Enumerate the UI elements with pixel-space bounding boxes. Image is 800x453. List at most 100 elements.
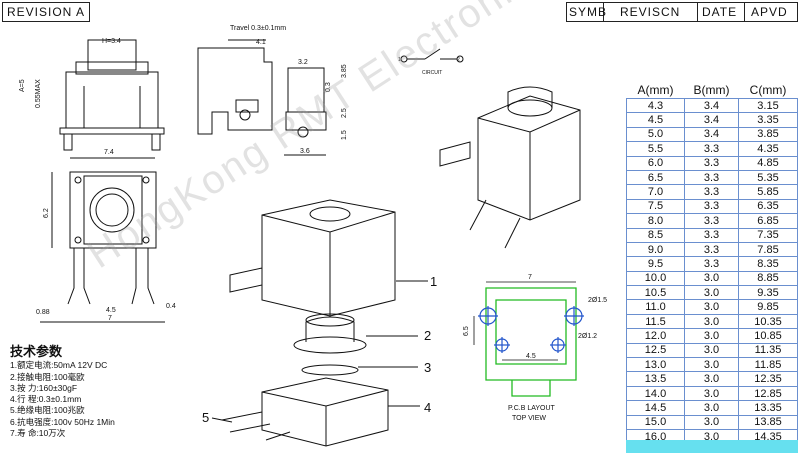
table-cell: 3.0 — [684, 371, 739, 387]
revision-header: REVISCN — [620, 5, 681, 19]
table-cell: 4.35 — [738, 141, 798, 157]
part-4: 4 — [424, 400, 431, 415]
title-block — [566, 2, 798, 22]
table-cell: 3.0 — [684, 299, 739, 315]
dim-74: 7.4 — [104, 149, 114, 156]
dim-a: A=5 — [19, 79, 26, 92]
circuit-symbol — [400, 48, 464, 63]
dim-41: 4.1 — [256, 39, 266, 46]
col-header-c: C(mm) — [749, 83, 787, 97]
table-cell: 5.35 — [738, 169, 798, 186]
pcb-holes — [478, 306, 584, 353]
dim-36: 3.6 — [300, 148, 310, 155]
table-cell: 3.0 — [684, 400, 739, 416]
circuit-label: CIRCUIT — [422, 70, 442, 76]
exploded-base — [211, 377, 420, 447]
part-2: 2 — [424, 328, 431, 343]
table-cell: 12.35 — [738, 371, 798, 387]
table-cell: 3.35 — [738, 112, 798, 128]
front-view — [59, 39, 165, 159]
table-cell: 10.85 — [738, 328, 798, 344]
table-cell: 3.3 — [684, 227, 739, 243]
table-cell: 9.0 — [626, 241, 685, 258]
table-cell: 4.85 — [738, 155, 798, 171]
part-5: 5 — [202, 410, 209, 425]
dim-088: 0.88 — [36, 309, 50, 316]
pcb-caption2: TOP VIEW — [512, 415, 546, 422]
table-cell: 15.0 — [626, 414, 685, 430]
spec-line: 3.按 力:160±30gF — [10, 382, 78, 393]
table-cell: 3.3 — [684, 256, 739, 272]
dim-62: 6.2 — [43, 208, 50, 218]
title-block-sep3 — [744, 2, 745, 22]
pcb-caption1: P.C.B LAYOUT — [508, 405, 556, 412]
specs-title: 技术参数 — [10, 344, 63, 359]
table-cell: 9.5 — [626, 256, 685, 272]
table-cell: 7.5 — [626, 198, 685, 215]
title-block-sep1 — [603, 2, 604, 22]
table-cell: 12.5 — [626, 342, 685, 359]
table-cell: 10.35 — [738, 313, 798, 330]
table-cell: 12.85 — [738, 385, 798, 402]
table-cell: 11.5 — [626, 313, 685, 330]
exploded-dome — [301, 364, 418, 376]
part-1: 1 — [430, 274, 437, 289]
table-cell: 10.0 — [626, 270, 685, 287]
dim-03: 0.3 — [325, 82, 332, 92]
table-cell: 3.4 — [684, 112, 739, 128]
circuit-pin2: 2 — [457, 57, 460, 63]
table-cell: 7.35 — [738, 227, 798, 243]
table-cell: 3.0 — [684, 313, 739, 330]
table-cell: 3.0 — [684, 285, 739, 301]
table-cell: 11.85 — [738, 357, 798, 373]
exploded-frame — [229, 199, 428, 317]
table-highlight-strip — [626, 440, 798, 453]
revision-label: REVISION A — [7, 5, 86, 19]
table-cell: 14.0 — [626, 385, 685, 402]
table-cell: 3.3 — [684, 155, 739, 171]
spec-line: 1.额定电流:50mA 12V DC — [10, 360, 108, 371]
table-cell: 7.85 — [738, 241, 798, 258]
title-block-sep2 — [697, 2, 698, 22]
spec-line: 2.接触电阻:100毫欧 — [10, 371, 85, 382]
table-cell: 5.5 — [626, 141, 685, 157]
table-cell: 6.35 — [738, 198, 798, 215]
table-cell: 14.5 — [626, 400, 685, 416]
top-view — [40, 171, 165, 323]
table-cell: 3.3 — [684, 141, 739, 157]
table-cell: 8.85 — [738, 270, 798, 287]
table-cell: 11.0 — [626, 299, 685, 315]
pcb-width: 7 — [528, 274, 532, 281]
pcb-hole2: 2Ø1.2 — [578, 333, 597, 340]
table-cell: 6.0 — [626, 155, 685, 171]
table-cell: 5.85 — [738, 184, 798, 200]
exploded-button — [293, 313, 418, 354]
table-cell: 3.3 — [684, 198, 739, 215]
table-cell: 3.4 — [684, 97, 739, 114]
dim-385: 3.85 — [341, 64, 348, 78]
isometric-view — [439, 86, 581, 249]
pcb-hole1: 2Ø1.5 — [588, 297, 607, 304]
spec-line: 7.寿 命:10万次 — [10, 428, 66, 439]
spec-line: 4.行 程:0.3±0.1mm — [10, 394, 82, 405]
dim-travel: Travel 0.3±0.1mm — [230, 25, 286, 32]
col-header-b: B(mm) — [693, 83, 730, 97]
spec-line: 5.绝缘电阻:100兆欧 — [10, 405, 85, 416]
table-cell: 3.0 — [684, 328, 739, 344]
